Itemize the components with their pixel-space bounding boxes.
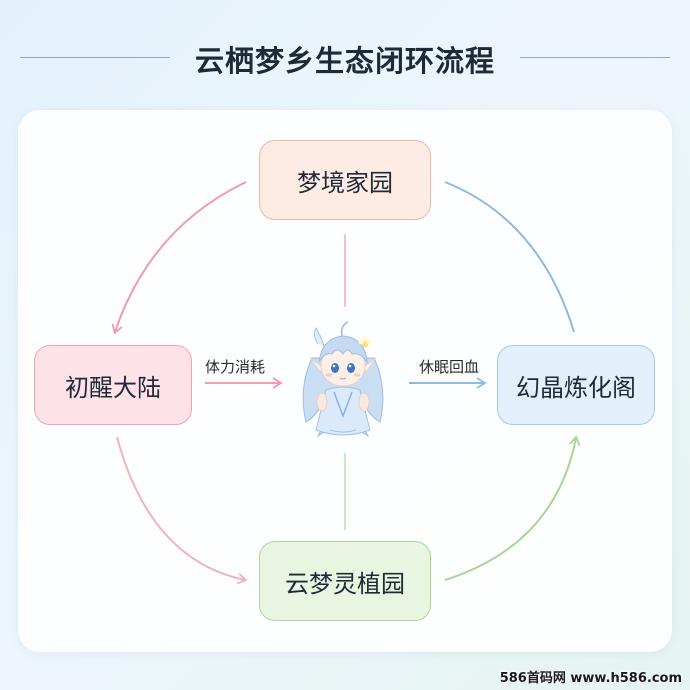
arrow-top-to-left <box>111 181 247 335</box>
page-title: 云栖梦乡生态闭环流程 <box>194 44 495 78</box>
edge-label-stamina: 体力消耗 <box>205 358 266 376</box>
node-dream-garden: 云梦灵植园 <box>259 541 431 621</box>
title-divider-left <box>20 57 170 58</box>
edge-label-recovery: 休眠回血 <box>419 358 480 376</box>
arrow-left-to-bottom <box>116 436 248 585</box>
node-crystal-refinery: 幻晶炼化阁 <box>497 345 655 425</box>
arrow-bottom-to-right <box>444 435 581 581</box>
watermark-text: 586首码网 www.h586.com <box>499 671 682 686</box>
title-row: 云栖梦乡生态闭环流程 <box>0 30 690 86</box>
title-divider-right <box>520 57 670 58</box>
arc-right-to-top <box>444 181 575 333</box>
node-awakening-continent: 初醒大陆 <box>34 345 192 425</box>
node-dream-home: 梦境家园 <box>259 140 431 220</box>
chibi-character-illustration <box>302 321 384 438</box>
